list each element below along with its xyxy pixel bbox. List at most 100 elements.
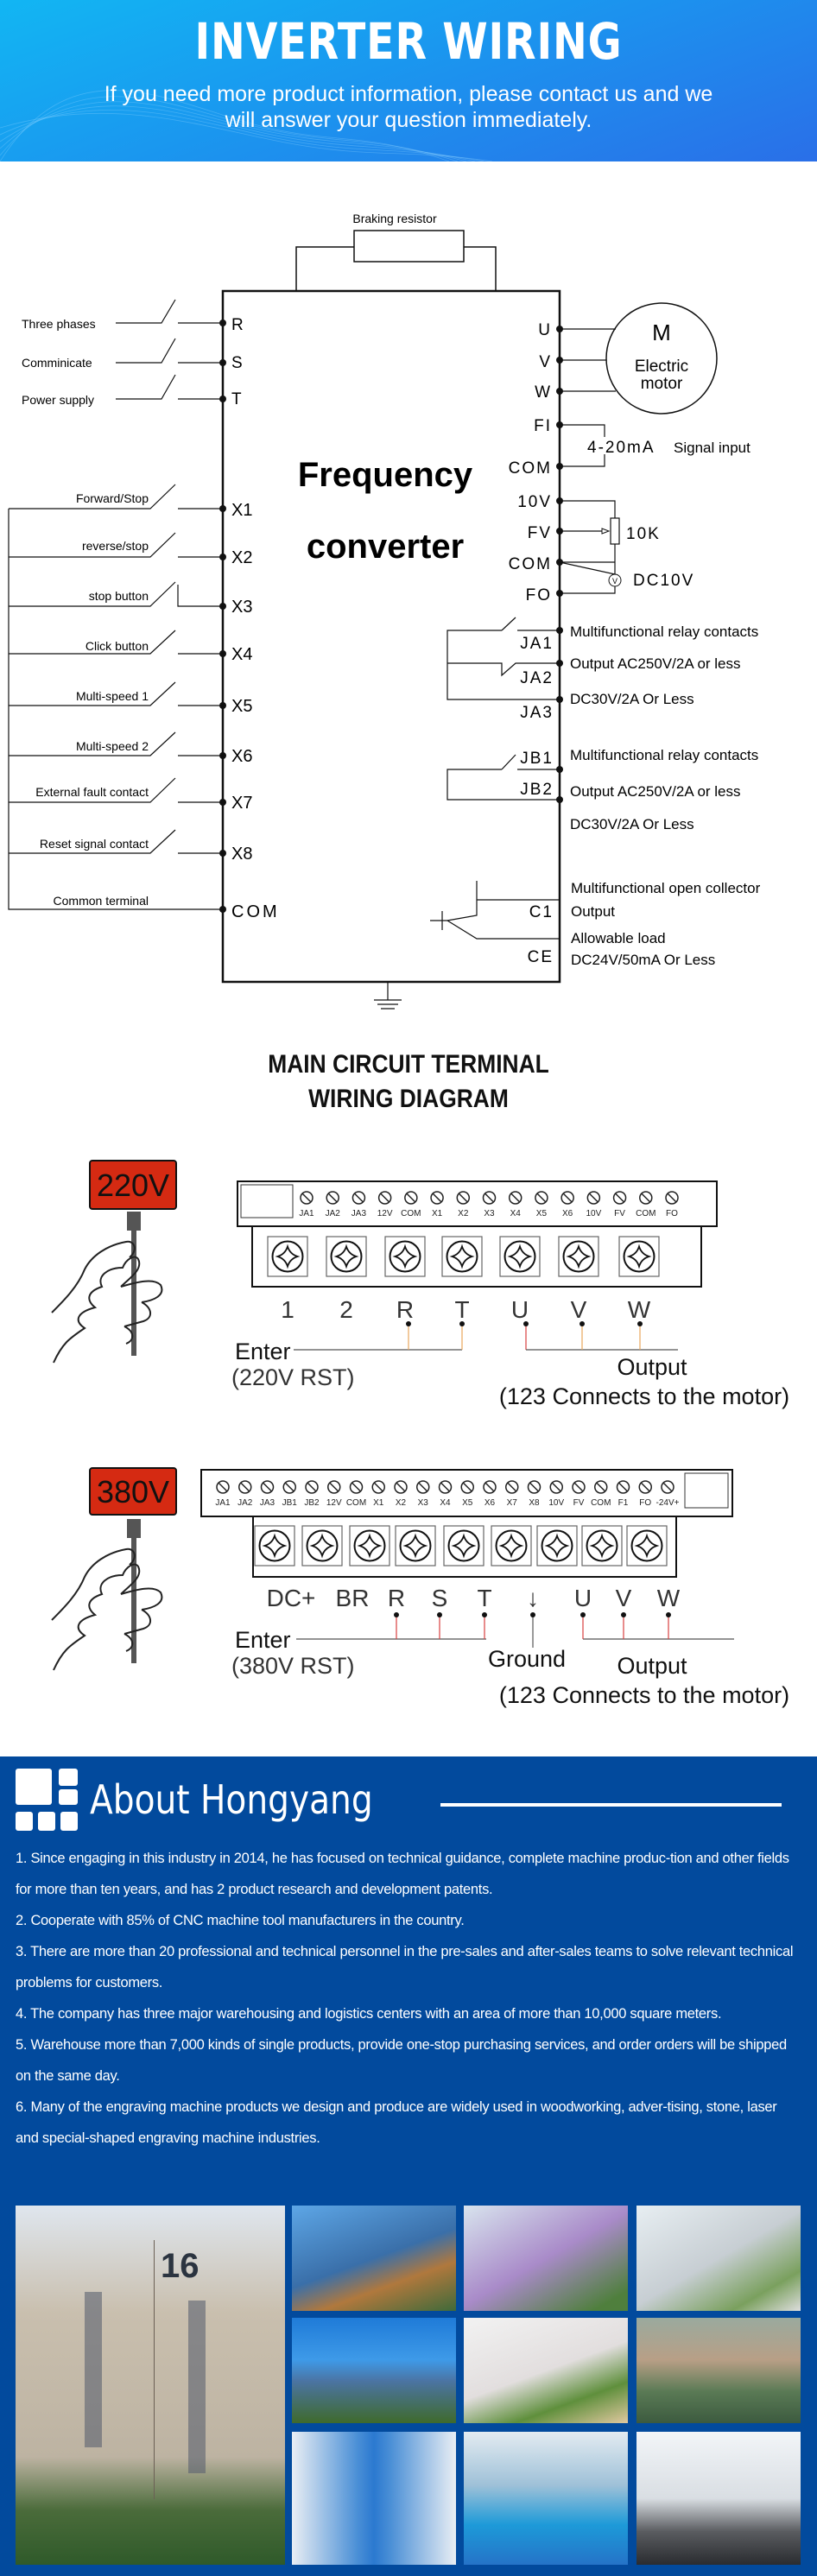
about-heading: About Hongyang [16, 1769, 422, 1831]
v220-control-terminal: JA1 [299, 1191, 314, 1218]
converter-title-line1: Frequency [298, 456, 473, 494]
main-circuit-title-line2: WIRING DIAGRAM [308, 1085, 509, 1113]
open-collector-line1: Multifunctional open collector [571, 880, 761, 896]
input-label-x2: reverse/stop [82, 539, 149, 553]
control-terminal-label: 12V [377, 1209, 393, 1218]
v380-power-terminal: R [349, 1525, 405, 1611]
input-label-x6: Multi-speed 2 [76, 739, 149, 753]
terminal-dots [219, 320, 563, 913]
page-subtitle: If you need more product information, pl… [104, 82, 713, 132]
input-label-power-supply: Power supply [22, 393, 94, 407]
power-terminal-label: T [477, 1585, 491, 1611]
control-terminal-label: X6 [484, 1498, 496, 1508]
control-terminal-label: JB2 [304, 1498, 320, 1508]
hand-screwdriver-icon [51, 1519, 163, 1671]
v220-control-terminal: JA2 [326, 1191, 341, 1218]
input-label-x7: External fault contact [35, 785, 149, 799]
v220-control-terminal: X1 [430, 1191, 444, 1218]
building-number: 16 [161, 2247, 200, 2285]
v380-control-terminal: 12V [326, 1480, 342, 1508]
screw-icon [371, 1480, 385, 1494]
input-label-comminicate: Comminicate [22, 356, 92, 370]
control-terminal-label: COM [591, 1498, 611, 1508]
terminal-com-left: COM [231, 902, 280, 921]
v380-control-terminal: -24V+ [656, 1480, 680, 1508]
screw-terminal-icon [586, 1529, 618, 1562]
about-item: 4. The company has three major warehousi… [16, 2006, 722, 2022]
about-item: 6. Many of the engraving machine product… [16, 2099, 777, 2146]
about-item: 5. Warehouse more than 7,000 kinds of si… [16, 2037, 787, 2084]
terminal-ja2: JA2 [520, 669, 554, 687]
page-header: INVERTER WIRING If you need more product… [0, 0, 817, 161]
terminal-com-1: COM [509, 459, 552, 478]
control-terminal-label: -24V+ [656, 1498, 680, 1508]
input-label-x4: Click button [86, 639, 149, 653]
control-terminal-label: COM [636, 1209, 656, 1218]
open-collector-line2: Output [571, 903, 615, 920]
screw-terminal-icon [306, 1529, 339, 1562]
screw-icon [594, 1480, 608, 1494]
power-terminal-label: R [388, 1585, 405, 1611]
v220-power-terminal: U [499, 1236, 541, 1323]
terminal-ja1: JA1 [520, 635, 554, 653]
v380-power-terminal: U [536, 1525, 592, 1611]
screw-icon [416, 1480, 430, 1494]
cnc-machines-photo [636, 2432, 801, 2565]
terminal-jb2: JB2 [520, 781, 554, 799]
wiring-svg: Braking resistor Frequency converter Thr… [8, 212, 761, 1010]
screw-icon [483, 1480, 497, 1494]
terminal-com-2: COM [509, 555, 552, 573]
terminal-x7: X7 [231, 794, 252, 813]
screw-icon [572, 1480, 586, 1494]
control-terminal-label: FO [639, 1498, 651, 1508]
v380-control-terminal: X4 [438, 1480, 453, 1508]
relay-a-line1: Multifunctional relay contacts [570, 623, 758, 640]
enter-label-380v: Enter [235, 1627, 291, 1653]
warehouse-shelves-photo [292, 2432, 456, 2565]
hand-screwdriver-icon [51, 1212, 163, 1364]
lounge-area-photo [464, 2318, 628, 2423]
screw-icon [394, 1480, 408, 1494]
v380-power-terminal: ↓ [491, 1525, 539, 1611]
screw-terminal-icon [271, 1240, 304, 1273]
about-title: About Hongyang [90, 1776, 373, 1823]
terminal-t: T [231, 390, 242, 408]
control-terminal-label: X4 [440, 1498, 451, 1508]
v380-power-terminal: V [581, 1525, 632, 1611]
screw-icon [216, 1480, 230, 1494]
terminal-fo: FO [526, 586, 552, 604]
title-underline-divider [440, 1803, 782, 1807]
about-list: 1. Since engaging in this industry in 20… [16, 1843, 801, 2154]
v380-power-terminal: DC+ [254, 1525, 315, 1611]
open-collector-line4: DC24V/50mA Or Less [571, 952, 715, 968]
control-terminal-label: X1 [432, 1209, 443, 1218]
control-terminal-label: X2 [396, 1498, 407, 1508]
motor-label-line2: motor [641, 375, 683, 393]
control-terminal-label: JA2 [326, 1209, 341, 1218]
power-terminal-label: T [454, 1296, 469, 1323]
v220-control-terminal: COM [636, 1191, 656, 1218]
relay-a-line3: DC30V/2A Or Less [570, 691, 694, 707]
main-circuit-title: MAIN CIRCUIT TERMINAL WIRING DIAGRAM [49, 1047, 768, 1117]
v380-power-terminal: W [626, 1525, 681, 1611]
ground-symbol [374, 982, 402, 1010]
enter-label-220v: Enter [235, 1339, 291, 1364]
v380-control-terminal: JB1 [282, 1480, 297, 1508]
control-terminal-label: X5 [536, 1209, 548, 1218]
terminal-x4: X4 [231, 645, 252, 664]
screw-terminal-icon [562, 1240, 595, 1273]
relay-a-line2: Output AC250V/2A or less [570, 655, 741, 672]
v380-control-terminal: FV [572, 1480, 586, 1508]
terminal-s: S [231, 354, 243, 372]
v220-control-terminal: FO [665, 1191, 679, 1218]
control-terminal-label: JA1 [299, 1209, 314, 1218]
screw-icon [535, 1191, 548, 1205]
terminal-jb1: JB1 [520, 750, 554, 768]
v380-control-terminal: F1 [616, 1480, 630, 1508]
screw-icon [665, 1191, 679, 1205]
relay-b-line2: Output AC250V/2A or less [570, 783, 741, 800]
control-terminal-label: X5 [462, 1498, 473, 1508]
v220-control-terminal: X5 [535, 1191, 548, 1218]
screw-terminal-icon [630, 1529, 663, 1562]
